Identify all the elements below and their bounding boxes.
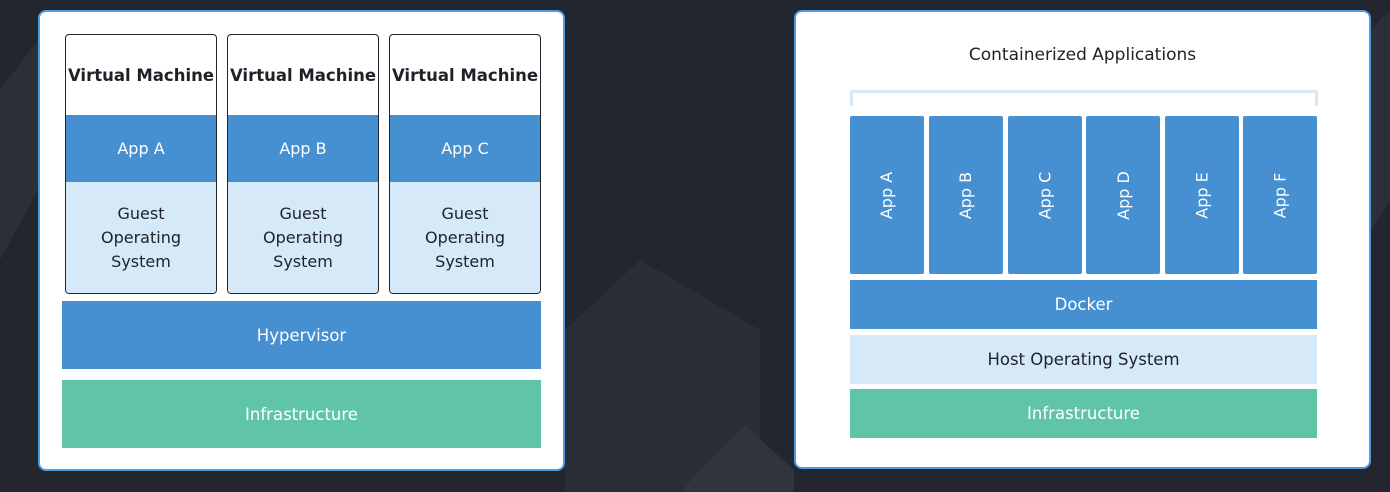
vm-title: Virtual Machine: [67, 65, 215, 85]
container-app-b: App B: [929, 116, 1003, 274]
container-app-label: App F: [1270, 172, 1290, 218]
infrastructure-layer: Infrastructure: [62, 380, 541, 448]
vm-title: Virtual Machine: [229, 65, 377, 85]
vm-title: Virtual Machine: [391, 65, 539, 85]
virtual-machines-panel: Virtual Machine App A Guest Operating Sy…: [38, 10, 565, 471]
virtual-machine-a: Virtual Machine App A Guest Operating Sy…: [65, 34, 217, 294]
virtual-machine-c: Virtual Machine App C Guest Operating Sy…: [389, 34, 541, 294]
container-app-label: App C: [1035, 171, 1055, 219]
vm-app: App B: [228, 115, 378, 182]
container-app-f: App F: [1243, 116, 1317, 274]
vm-guest-os: Guest Operating System: [390, 182, 540, 293]
containers-title: Containerized Applications: [968, 45, 1197, 65]
hypervisor-layer: Hypervisor: [62, 301, 541, 369]
vm-app: App C: [390, 115, 540, 182]
host-os-layer: Host Operating System: [850, 335, 1317, 384]
container-app-c: App C: [1008, 116, 1082, 274]
docker-layer: Docker: [850, 280, 1317, 329]
container-app-label: App E: [1192, 171, 1212, 219]
container-app-e: App E: [1165, 116, 1239, 274]
apps-bracket: [850, 90, 1318, 106]
vm-guest-os: Guest Operating System: [228, 182, 378, 293]
infrastructure-layer: Infrastructure: [850, 389, 1317, 438]
virtual-machine-b: Virtual Machine App B Guest Operating Sy…: [227, 34, 379, 294]
container-app-label: App A: [877, 171, 897, 219]
container-app-label: App D: [1113, 170, 1133, 220]
container-app-d: App D: [1086, 116, 1160, 274]
containers-panel: Containerized Applications App A App B A…: [794, 10, 1371, 469]
container-app-a: App A: [850, 116, 924, 274]
container-app-label: App B: [956, 171, 976, 219]
vm-guest-os: Guest Operating System: [66, 182, 216, 293]
vm-app: App A: [66, 115, 216, 182]
